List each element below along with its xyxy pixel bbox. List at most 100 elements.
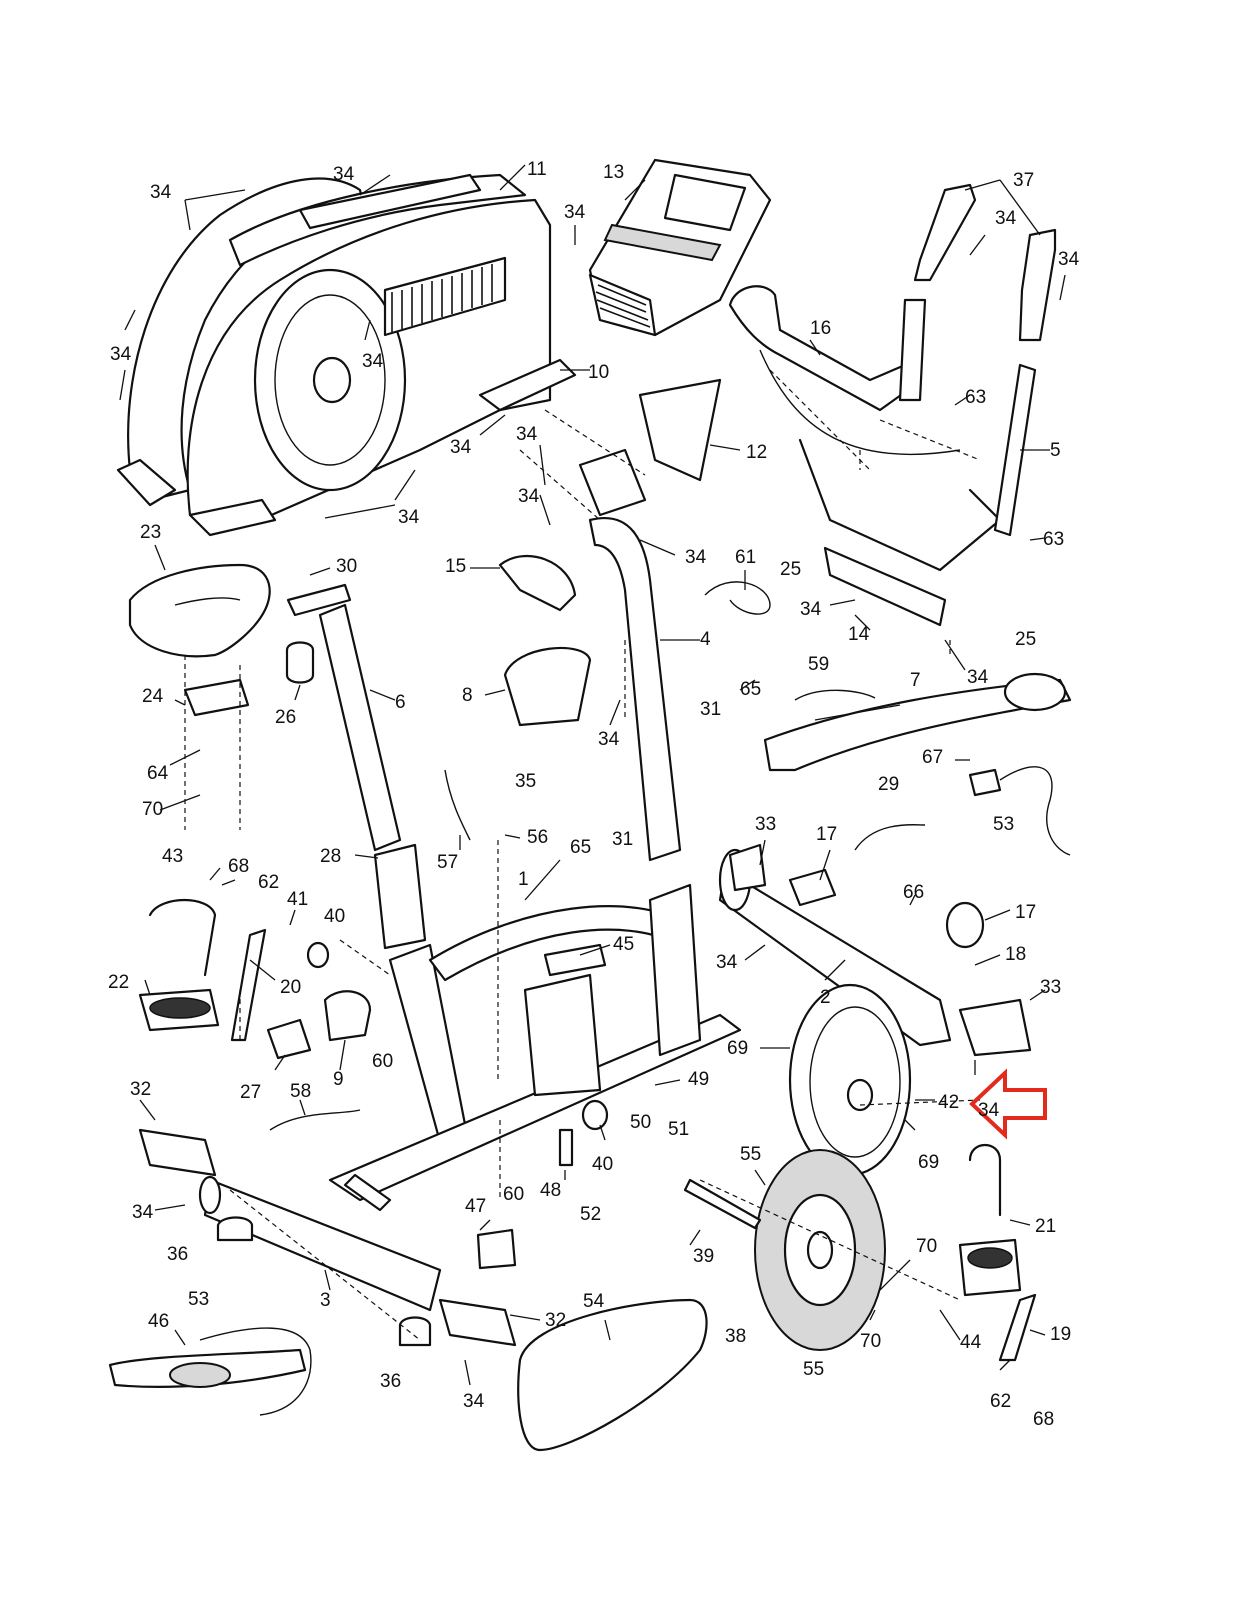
- resistance-bracket: [523, 973, 602, 1097]
- callout-50: 50: [630, 1112, 651, 1133]
- callout-38: 38: [725, 1326, 746, 1347]
- callout-61: 61: [735, 547, 756, 568]
- callout-47: 47: [465, 1196, 486, 1217]
- callout-52: 52: [580, 1204, 601, 1225]
- callout-8: 8: [462, 685, 473, 706]
- callout-18: 18: [1005, 944, 1026, 965]
- callout-34-6: 34: [450, 437, 472, 458]
- crossbar: [763, 678, 1072, 772]
- upright: [588, 517, 682, 862]
- callout-70a: 70: [142, 799, 163, 820]
- leveler-right: [398, 1316, 432, 1347]
- callout-10: 10: [588, 362, 609, 383]
- callout-34-15: 34: [598, 729, 620, 750]
- callout-36a: 36: [167, 1244, 188, 1265]
- callout-3: 3: [320, 1290, 331, 1311]
- flywheel: [788, 983, 912, 1177]
- callout-66: 66: [903, 882, 924, 903]
- callout-65a: 65: [740, 679, 761, 700]
- callout-15: 15: [445, 556, 466, 577]
- callout-22: 22: [108, 972, 129, 993]
- callout-64: 64: [147, 763, 169, 784]
- heart-strap-band: [199, 1327, 312, 1416]
- callout-12: 12: [746, 442, 767, 463]
- left-crank-arm: [230, 928, 267, 1042]
- callout-41: 41: [287, 889, 308, 910]
- leader-lines: [119, 164, 1066, 1386]
- callout-34-5: 34: [362, 351, 384, 372]
- callout-62a: 62: [258, 872, 279, 893]
- endcap-left: [138, 1128, 217, 1177]
- endcap-right: [438, 1298, 517, 1347]
- callout-6: 6: [395, 692, 406, 713]
- speed-sensor: [476, 1228, 517, 1270]
- wire-59: [794, 689, 876, 701]
- adapter-cord: [999, 766, 1071, 856]
- callout-20: 20: [280, 977, 301, 998]
- console-mount: [638, 378, 722, 482]
- callout-34-17: 34: [132, 1202, 154, 1223]
- callout-34-16: 34: [716, 952, 738, 973]
- knob: [285, 641, 315, 684]
- pulse-sensor: [498, 555, 577, 612]
- shroud-grille: [298, 173, 507, 337]
- callout-53b: 53: [188, 1289, 209, 1310]
- callout-labels: 1 2 3 4 5 6 7 8 9 10 11 12 13 14 15 16 1…: [108, 159, 1080, 1430]
- bracket-45: [543, 943, 607, 977]
- power-adapter: [968, 768, 1002, 797]
- callout-69b: 69: [918, 1152, 939, 1173]
- crank-hub: [323, 990, 372, 1042]
- mount-plate: [578, 448, 647, 517]
- callout-55b: 55: [803, 1359, 824, 1380]
- callout-42: 42: [938, 1092, 959, 1113]
- drive-belt: [517, 1298, 708, 1452]
- callout-26: 26: [275, 707, 296, 728]
- hand-grips: [913, 183, 1057, 342]
- seat-post: [286, 583, 402, 852]
- callout-2: 2: [820, 987, 831, 1008]
- right-pedal: [958, 1144, 1022, 1297]
- callout-7: 7: [910, 670, 921, 691]
- highlight-arrow-label: 34: [978, 1100, 1000, 1121]
- callout-16: 16: [810, 318, 831, 339]
- callout-51: 51: [668, 1119, 689, 1140]
- callout-34-11: 34: [995, 208, 1017, 229]
- axle: [683, 1178, 762, 1230]
- callout-34-3: 34: [564, 202, 586, 223]
- callout-34-7: 34: [398, 507, 420, 528]
- callout-34-8: 34: [516, 424, 538, 445]
- callout-63b: 63: [1043, 529, 1064, 550]
- callout-45: 45: [613, 934, 634, 955]
- bolt-48: [558, 1128, 574, 1167]
- callout-23: 23: [140, 522, 161, 543]
- callout-17b: 17: [1015, 902, 1036, 923]
- frame: [328, 883, 742, 1212]
- wire-58: [269, 1109, 361, 1131]
- callout-48: 48: [540, 1180, 561, 1201]
- callout-14: 14: [848, 624, 870, 645]
- crossbar-end: [1003, 672, 1067, 712]
- callout-58: 58: [290, 1081, 311, 1102]
- callout-34-4: 34: [110, 344, 132, 365]
- callout-34-18: 34: [463, 1391, 485, 1412]
- callout-21: 21: [1035, 1216, 1056, 1237]
- callout-49: 49: [688, 1069, 709, 1090]
- callout-30: 30: [336, 556, 357, 577]
- callout-27: 27: [240, 1082, 261, 1103]
- rear-stabilizer: [198, 1175, 442, 1312]
- callout-40a: 40: [324, 906, 345, 927]
- callout-31a: 31: [700, 699, 721, 720]
- callout-35: 35: [515, 771, 536, 792]
- callout-68a: 68: [228, 856, 249, 877]
- callout-34-10: 34: [685, 547, 707, 568]
- callout-33a: 33: [755, 814, 776, 835]
- callout-34-14: 34: [967, 667, 989, 688]
- pulley: [754, 1149, 886, 1351]
- callout-62b: 62: [990, 1391, 1011, 1412]
- callout-43: 43: [162, 846, 183, 867]
- callout-60b: 60: [503, 1184, 524, 1205]
- crank-cap: [266, 1018, 312, 1060]
- callout-70b: 70: [916, 1236, 937, 1257]
- callout-9: 9: [333, 1069, 344, 1090]
